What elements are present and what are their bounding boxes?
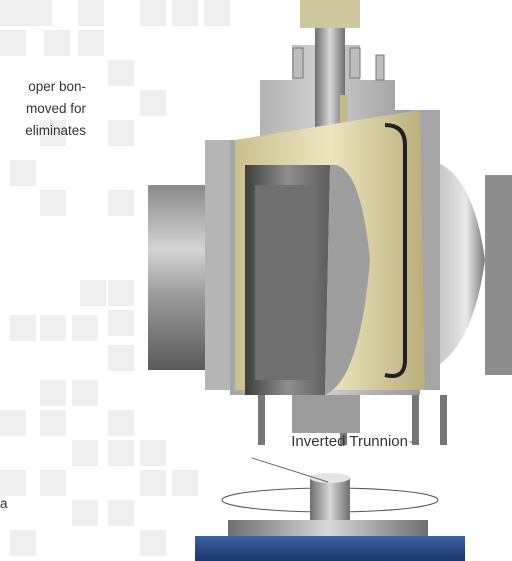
description-text: oper bon- moved for eliminates xyxy=(0,76,86,142)
trunnion-housing xyxy=(292,395,360,433)
stray-text: a xyxy=(0,496,8,511)
ball-inner-wall xyxy=(325,164,370,395)
bottom-bolt xyxy=(412,395,419,445)
bonnet-bolt xyxy=(375,54,385,81)
bonnet-bolt xyxy=(349,47,361,79)
right-pipe xyxy=(485,175,512,375)
trunnion-top xyxy=(310,473,350,483)
inverted-trunnion xyxy=(310,478,350,523)
body-left-wall xyxy=(205,140,230,390)
description-line: eliminates xyxy=(25,123,86,138)
bottom-bolt xyxy=(258,395,265,445)
inverted-trunnion-label: Inverted Trunnion xyxy=(291,433,408,450)
bore-inner xyxy=(255,185,318,380)
bottom-bolt xyxy=(440,395,447,445)
bottom-flange xyxy=(195,536,465,561)
stem-packing xyxy=(300,0,360,28)
callout-leader xyxy=(251,457,329,483)
description-line: moved for xyxy=(25,101,86,116)
bottom-plate xyxy=(228,520,428,536)
description-line: oper bon- xyxy=(28,79,86,94)
seal-ring xyxy=(384,123,407,378)
bonnet-bolt xyxy=(292,47,304,79)
